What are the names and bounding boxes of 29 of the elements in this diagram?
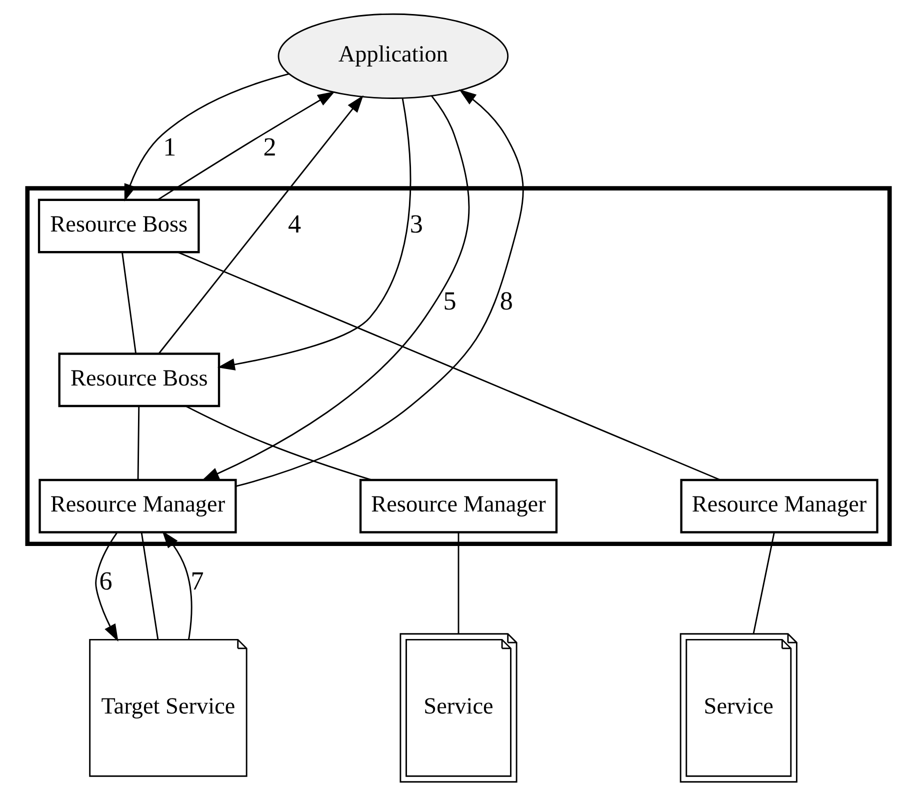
connector bbox=[121, 252, 136, 354]
edge-label: 4 bbox=[287, 209, 301, 238]
edge-label: 2 bbox=[262, 132, 276, 162]
edge-label: 8 bbox=[499, 286, 512, 316]
edge-label: 7 bbox=[190, 566, 204, 596]
arrow bbox=[124, 73, 289, 202]
node-ellipse: Application bbox=[277, 13, 508, 99]
arrow bbox=[216, 98, 411, 370]
arrow bbox=[235, 89, 524, 487]
cluster bbox=[24, 186, 892, 546]
node-box: Resource Boss bbox=[37, 198, 200, 254]
node-box: Resource Boss bbox=[58, 352, 220, 408]
connector bbox=[184, 405, 371, 481]
edge-label: 3 bbox=[409, 209, 422, 238]
connector bbox=[752, 532, 774, 634]
connector bbox=[457, 532, 459, 634]
edge-label: 6 bbox=[98, 566, 112, 596]
node-box: Resource Manager bbox=[680, 478, 878, 534]
arrow bbox=[94, 532, 118, 642]
node-box: Resource Manager bbox=[358, 478, 558, 534]
arrow bbox=[162, 530, 192, 640]
connector bbox=[177, 252, 720, 481]
arrow bbox=[156, 91, 335, 200]
arrow bbox=[201, 96, 470, 481]
arrow bbox=[158, 95, 363, 354]
node-box: Resource Manager bbox=[38, 478, 236, 534]
edge-label: 1 bbox=[162, 132, 176, 162]
connector bbox=[136, 406, 140, 480]
edge-label: 5 bbox=[442, 286, 456, 316]
